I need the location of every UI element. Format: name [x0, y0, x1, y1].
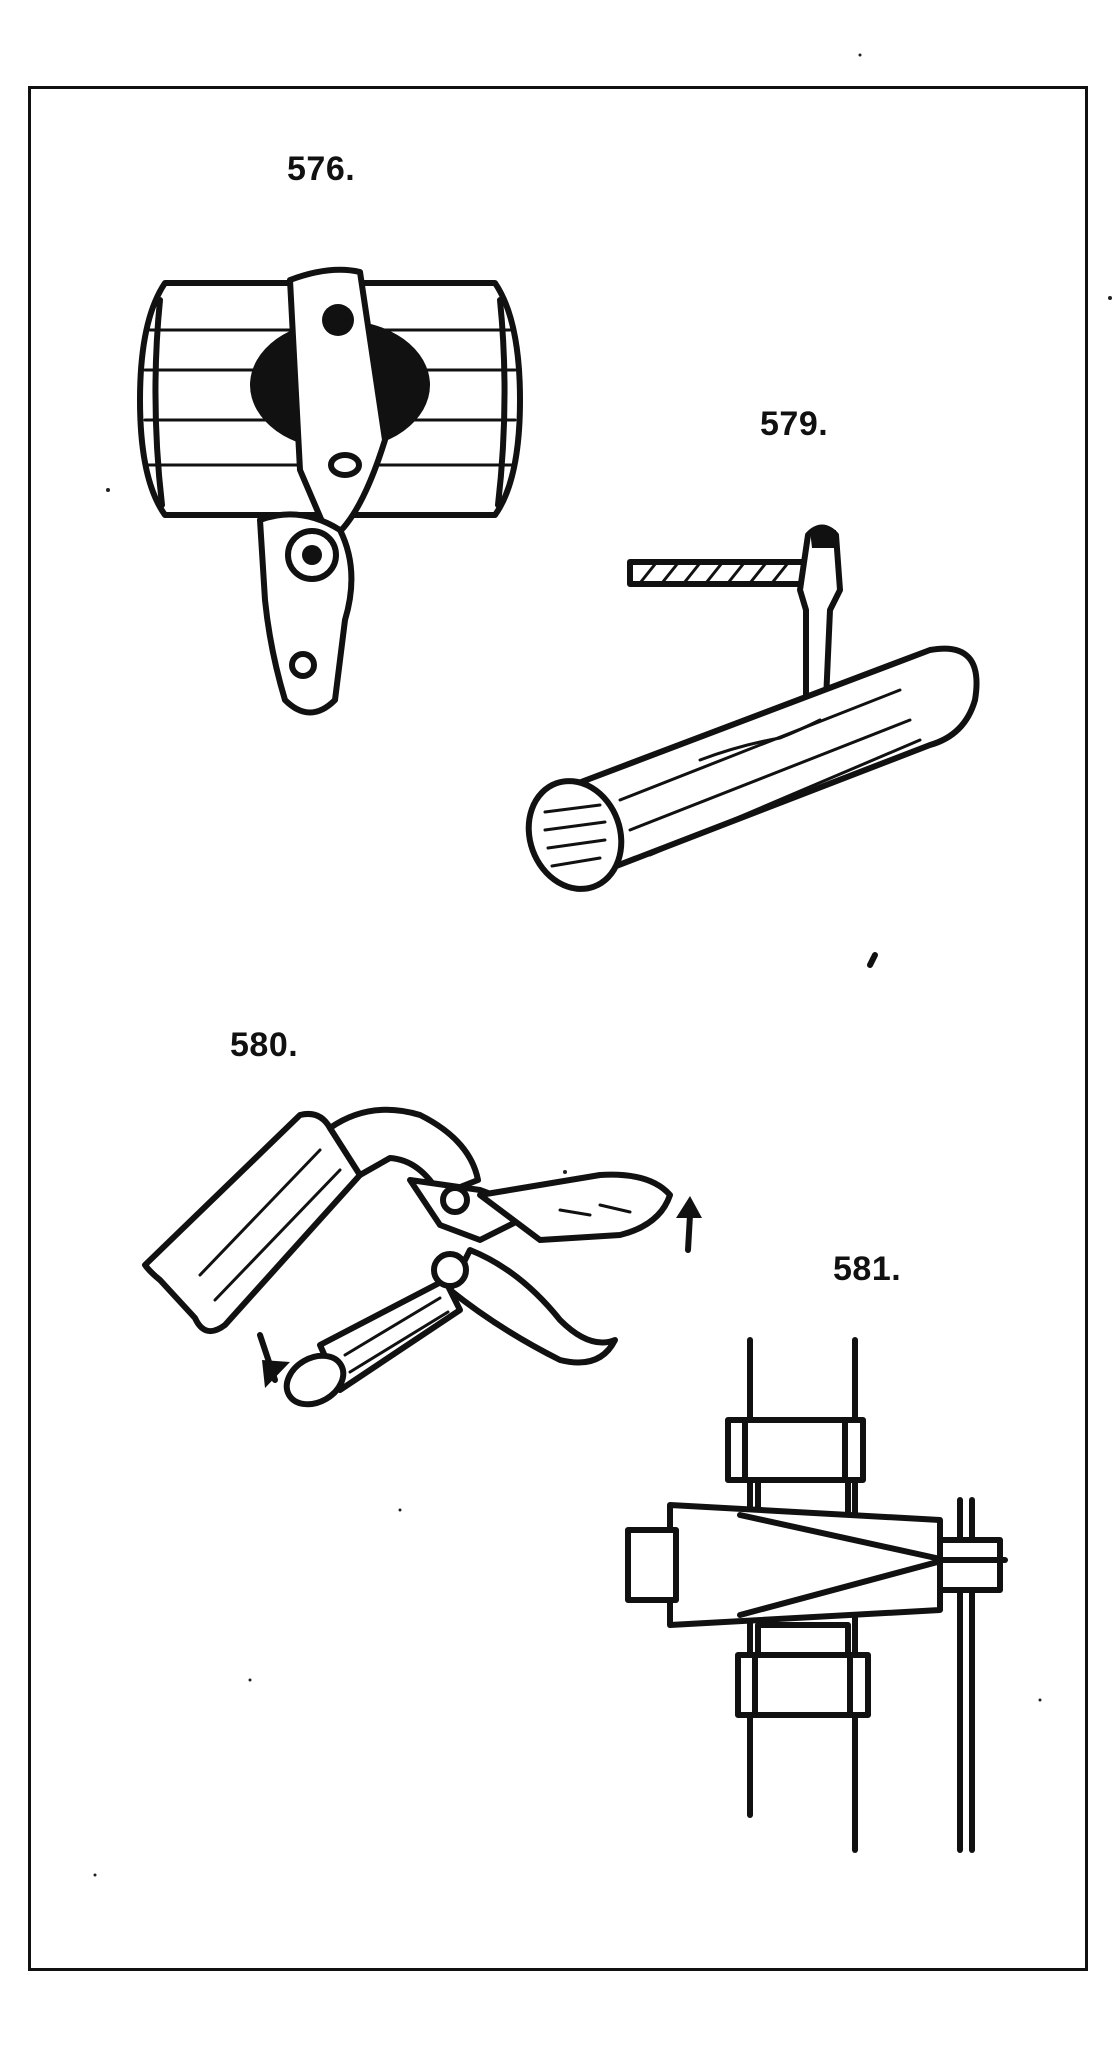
clamp-bolt-center: [302, 545, 322, 565]
left-end-nut: [625, 1527, 679, 1603]
handle-hatching: [638, 561, 790, 585]
figure-label-580: 580.: [230, 1026, 299, 1064]
up-arrow-shaft: [685, 1212, 693, 1253]
pipe-body-shape: [557, 645, 980, 883]
upper-nut-facets: [742, 1417, 848, 1483]
cable-clamp-nut: [431, 1251, 469, 1289]
right-end-nut: [937, 1537, 1003, 1593]
pliers-cutter-arm: [477, 1171, 673, 1243]
strap-slot: [328, 452, 362, 478]
lower-hex-nut: [735, 1652, 871, 1718]
down-arrow-head: [262, 1360, 290, 1388]
cone-body-shape: [667, 1502, 943, 1628]
pipe-shading-lines: [618, 688, 922, 857]
cable-end-cap: [283, 1352, 347, 1408]
drum-left-edge: [152, 297, 165, 508]
tap-top-cap: [810, 530, 836, 548]
cable-lines: [343, 1296, 450, 1374]
figure-580-pliers-illustration: [142, 1106, 702, 1408]
lower-nut-facets: [752, 1652, 853, 1718]
up-arrow-head: [676, 1196, 702, 1218]
figure-581-union-fitting-illustration: [625, 1337, 1008, 1853]
upper-hex-nut: [725, 1417, 866, 1483]
pipe-tap-shavings: [698, 718, 822, 762]
handle-inner-line: [213, 1168, 342, 1302]
figure-label-581: 581.: [833, 1250, 902, 1288]
pliers-upper-jaw: [327, 1106, 481, 1198]
handle-inner-line: [198, 1148, 322, 1277]
scan-specks: [93, 53, 1112, 1877]
cutter-hatching: [558, 1203, 632, 1217]
figure-579-pipe-tap-illustration: [525, 524, 980, 968]
strap-rivet-dot: [322, 304, 354, 336]
figure-label-576: 576.: [287, 150, 356, 188]
pipe-interior-hatching: [543, 803, 607, 868]
tail-hole: [289, 651, 317, 679]
stray-mark: [867, 952, 878, 968]
pliers-lower-jaw: [447, 1247, 618, 1366]
figure-576-clamp-illustration: [137, 266, 523, 716]
lower-collar: [755, 1622, 851, 1658]
figure-frame: [28, 86, 1088, 1971]
pipe-open-end: [525, 778, 625, 892]
figure-label-579: 579.: [760, 405, 829, 443]
drum-right-edge: [495, 297, 508, 508]
pliers-handle-shape: [142, 1110, 363, 1335]
link-pivot: [440, 1185, 470, 1215]
